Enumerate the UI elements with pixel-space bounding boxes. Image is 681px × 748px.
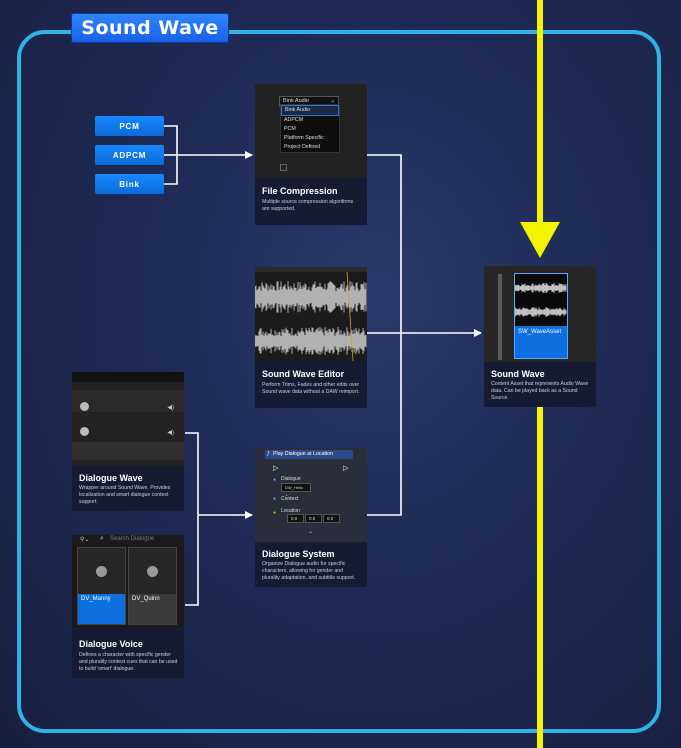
dialogue-system-title: Dialogue System <box>262 549 335 559</box>
dialogue-wave-description: Wrapper around Sound Wave. Provides loca… <box>79 485 171 505</box>
settings-checkbox <box>280 164 287 171</box>
dialogue-pin-label: Dialogue <box>281 476 301 482</box>
sound-wave-title: Sound Wave <box>491 369 545 379</box>
dialogue-voice-description: Defines a character with specific gender… <box>79 652 178 672</box>
exec-in-pin-icon[interactable]: ▷ <box>273 465 279 472</box>
waveform-graphic <box>255 267 367 361</box>
menu-item-pcm[interactable]: PCM <box>284 126 296 132</box>
voice-icon <box>96 566 107 577</box>
dialogue-select[interactable]: DW_Hello ⌄ <box>281 483 311 497</box>
node-title: Play Dialogue at Location <box>273 451 334 457</box>
file-compression-title: File Compression <box>262 186 338 196</box>
waveform-editor-thumbnail <box>255 267 367 361</box>
search-input[interactable]: Search Dialogue <box>110 536 155 542</box>
speaker-icon <box>80 427 89 436</box>
asset-panel-scrollbar[interactable] <box>498 274 502 360</box>
waveform-bottom-channel <box>255 327 367 355</box>
sound-wave-editor-description: Perform Trims, Fades and other edits ove… <box>262 382 360 395</box>
sound-wave-editor-card: Sound Wave Editor Perform Trims, Fades a… <box>255 267 367 408</box>
yellow-flow-line-bottom <box>537 406 543 748</box>
voice-asset-label: DV_Manny <box>81 596 111 602</box>
compression-menu: Bink Audio ADPCM PCM Platform Specific P… <box>280 104 340 153</box>
sound-wave-asset-tile[interactable]: SW_WaveAsset <box>514 273 568 359</box>
menu-item-platform-specific[interactable]: Platform Specific <box>284 135 324 141</box>
speaker-icon <box>80 402 89 411</box>
menu-item-adpcm[interactable]: ADPCM <box>284 117 304 123</box>
voice-icon <box>147 566 158 577</box>
context-pin-icon[interactable]: ● <box>273 496 277 502</box>
dialogue-wave-thumbnail: ◀) ◀) <box>72 372 184 466</box>
expand-chevron-icon[interactable]: ⌄ <box>308 529 314 535</box>
dialogue-pin-icon[interactable]: ● <box>273 477 277 483</box>
location-pin-icon[interactable]: ● <box>273 510 277 516</box>
function-icon: ƒ <box>267 451 270 457</box>
chevron-down-icon: ⌄ <box>330 98 335 104</box>
connector-right-bus <box>367 154 402 516</box>
search-icon: ⌕ <box>100 535 104 542</box>
voice-asset-tile[interactable]: DV_Quinn <box>128 547 177 625</box>
sound-wave-asset-label: SW_WaveAsset <box>518 329 562 335</box>
compression-settings-thumbnail: Bink Audio ⌄ Bink Audio ADPCM PCM Platfo… <box>255 84 367 178</box>
volume-icon[interactable]: ◀) <box>167 405 174 411</box>
file-compression-card: Bink Audio ⌄ Bink Audio ADPCM PCM Platfo… <box>255 84 367 225</box>
dialogue-voice-title: Dialogue Voice <box>79 639 143 649</box>
yellow-flow-line-top <box>537 0 543 228</box>
location-y-field[interactable]: 0.0 <box>305 514 322 523</box>
pcm-button[interactable]: PCM <box>95 116 164 136</box>
dialogue-node-thumbnail: ƒ Play Dialogue at Location ▷ ▷ ● Dialog… <box>255 448 367 542</box>
dialogue-wave-title: Dialogue Wave <box>79 473 143 483</box>
voice-asset-tile[interactable]: DV_Manny <box>77 547 126 625</box>
asset-waveform-icon <box>515 274 567 326</box>
voice-asset-label: DV_Quinn <box>132 596 160 602</box>
yellow-arrow-down-icon <box>520 222 560 258</box>
sound-wave-card: SW_WaveAsset Sound Wave Content Asset th… <box>484 266 596 407</box>
sound-wave-description: Content Asset that represents Audio Wave… <box>491 381 589 401</box>
exec-out-pin-icon[interactable]: ▷ <box>343 465 349 472</box>
diagram-frame <box>17 30 661 733</box>
location-z-field[interactable]: 0.0 <box>323 514 340 523</box>
sound-wave-editor-title: Sound Wave Editor <box>262 369 345 379</box>
menu-item-project-defined[interactable]: Project Defined <box>284 144 321 150</box>
dialogue-system-card: ƒ Play Dialogue at Location ▷ ▷ ● Dialog… <box>255 448 367 587</box>
file-compression-description: Multiple source compression algorithms a… <box>262 199 354 212</box>
location-pin-label: Location <box>281 508 300 514</box>
dialogue-voice-card: ⚲⌄ ⌕ Search Dialogue DV_Manny DV_Quinn D… <box>72 535 184 678</box>
compression-dropdown-value: Bink Audio <box>283 98 309 104</box>
dialogue-wave-card: ◀) ◀) Dialogue Wave Wrapper around Sound… <box>72 372 184 511</box>
waveform-top-channel <box>255 281 367 313</box>
connector-bracket-dialogue <box>185 432 199 606</box>
dialogue-voice-thumbnail: ⚲⌄ ⌕ Search Dialogue DV_Manny DV_Quinn <box>72 535 184 628</box>
context-pin-label: Context <box>281 496 299 502</box>
page-title: Sound Wave <box>71 13 229 43</box>
dialogue-system-description: Organize Dialogue audio for specific cha… <box>262 561 356 581</box>
menu-item-bink-audio[interactable]: Bink Audio <box>281 105 339 116</box>
adpcm-button[interactable]: ADPCM <box>95 145 164 165</box>
sound-wave-asset-thumbnail: SW_WaveAsset <box>484 266 596 362</box>
bink-button[interactable]: Bink <box>95 174 164 194</box>
location-x-field[interactable]: 0.0 <box>287 514 304 523</box>
filter-icon[interactable]: ⚲⌄ <box>80 537 90 543</box>
volume-icon[interactable]: ◀) <box>167 430 174 436</box>
play-dialogue-node-header: ƒ Play Dialogue at Location <box>265 450 353 459</box>
